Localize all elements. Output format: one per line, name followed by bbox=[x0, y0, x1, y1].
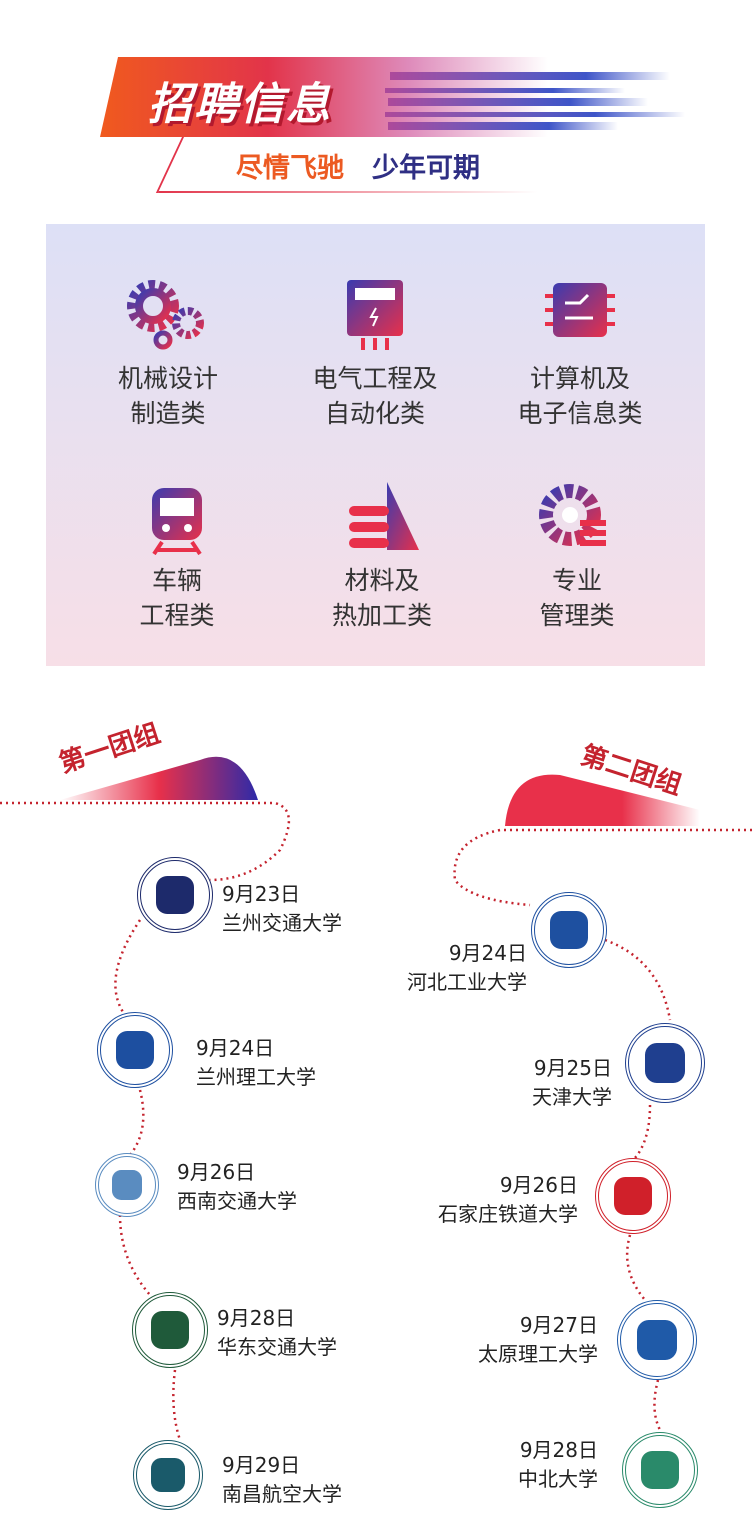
subtitle-part1: 尽情飞驰 bbox=[236, 153, 344, 184]
university-logo bbox=[95, 1153, 159, 1217]
visit-date: 9月25日 bbox=[533, 1056, 612, 1080]
category-label: 管理类 bbox=[539, 601, 615, 630]
category-label: 材料及 bbox=[344, 566, 420, 595]
visit-date: 9月26日 bbox=[177, 1160, 256, 1184]
category-vehicle: 车辆工程类 bbox=[77, 480, 277, 633]
gears-icon bbox=[127, 280, 204, 350]
chip-icon bbox=[545, 283, 615, 337]
category-label: 机械设计 bbox=[117, 364, 218, 393]
category-mechanical: 机械设计制造类 bbox=[68, 278, 268, 431]
university-name: 西南交通大学 bbox=[177, 1189, 297, 1213]
university-entry: 9月26日石家庄铁道大学 bbox=[438, 1171, 578, 1229]
university-entry: 9月24日河北工业大学 bbox=[407, 939, 527, 997]
university-name: 兰州理工大学 bbox=[196, 1065, 316, 1089]
category-label: 计算机及 bbox=[529, 364, 630, 393]
visit-date: 9月24日 bbox=[448, 941, 527, 965]
category-management: 专业管理类 bbox=[477, 480, 677, 633]
visit-date: 9月29日 bbox=[222, 1453, 301, 1477]
university-entry: 9月23日兰州交通大学 bbox=[222, 880, 342, 938]
university-entry: 9月24日兰州理工大学 bbox=[196, 1034, 316, 1092]
university-entry: 9月25日天津大学 bbox=[532, 1054, 612, 1112]
train-2-icon bbox=[505, 774, 700, 826]
university-logo bbox=[137, 857, 213, 933]
category-electrical: 电气工程及自动化类 bbox=[275, 278, 475, 431]
visit-date: 9月28日 bbox=[519, 1438, 598, 1462]
visit-date: 9月26日 bbox=[499, 1173, 578, 1197]
university-entry: 9月28日中北大学 bbox=[518, 1436, 598, 1494]
category-computer: 计算机及电子信息类 bbox=[480, 278, 680, 431]
university-name: 南昌航空大学 bbox=[222, 1482, 342, 1506]
visit-date: 9月28日 bbox=[217, 1306, 296, 1330]
train-icon bbox=[152, 488, 202, 555]
category-label: 车辆 bbox=[151, 566, 202, 595]
visit-date: 9月23日 bbox=[222, 882, 301, 906]
visit-date: 9月27日 bbox=[519, 1313, 598, 1337]
university-name: 兰州交通大学 bbox=[222, 911, 342, 935]
university-logo bbox=[622, 1432, 698, 1508]
university-logo bbox=[133, 1440, 203, 1510]
university-name: 天津大学 bbox=[532, 1085, 612, 1109]
university-name: 太原理工大学 bbox=[478, 1342, 598, 1366]
university-name: 石家庄铁道大学 bbox=[438, 1202, 578, 1226]
university-name: 中北大学 bbox=[518, 1467, 598, 1491]
page-title: 招聘信息 bbox=[148, 79, 332, 130]
subtitle-part2: 少年可期 bbox=[372, 153, 480, 184]
university-logo bbox=[97, 1012, 173, 1088]
category-label: 专业 bbox=[551, 566, 602, 595]
management-gear-icon bbox=[539, 484, 606, 546]
university-logo bbox=[531, 892, 607, 968]
university-name: 河北工业大学 bbox=[407, 970, 527, 994]
category-label: 电子信息类 bbox=[517, 399, 643, 428]
university-logo bbox=[617, 1300, 697, 1380]
visit-date: 9月24日 bbox=[196, 1036, 275, 1060]
electric-meter-icon bbox=[347, 280, 403, 350]
university-entry: 9月26日西南交通大学 bbox=[177, 1158, 297, 1216]
university-entry: 9月27日太原理工大学 bbox=[478, 1311, 598, 1369]
category-label: 热加工类 bbox=[331, 601, 432, 630]
university-logo bbox=[625, 1023, 705, 1103]
university-logo bbox=[595, 1158, 671, 1234]
university-entry: 9月28日华东交通大学 bbox=[217, 1304, 337, 1362]
category-materials: 材料及热加工类 bbox=[282, 480, 482, 633]
university-logo bbox=[132, 1292, 208, 1368]
category-label: 制造类 bbox=[130, 399, 206, 428]
materials-icon bbox=[349, 482, 419, 550]
category-label: 工程类 bbox=[139, 601, 215, 630]
category-label: 电气工程及 bbox=[312, 364, 438, 393]
train-1-icon bbox=[60, 756, 258, 800]
university-entry: 9月29日南昌航空大学 bbox=[222, 1451, 342, 1509]
university-name: 华东交通大学 bbox=[217, 1335, 337, 1359]
category-label: 自动化类 bbox=[324, 399, 425, 428]
